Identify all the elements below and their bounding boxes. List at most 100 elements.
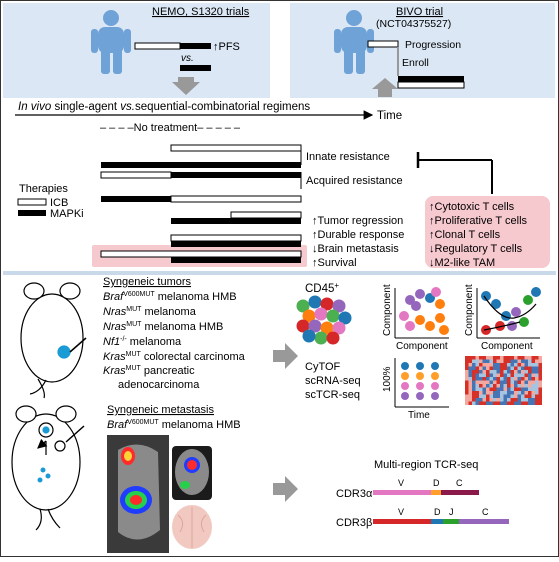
trajectory-point [523,295,533,305]
heatmap-cell [472,377,476,381]
frequency-point [416,382,424,390]
cd45-cell [326,331,340,345]
mouse-drawing-tumor [20,282,87,399]
heatmap-cell [538,359,542,363]
heatmap-cell [475,359,479,363]
heatmap-cell [489,398,493,402]
bar-2-black [101,162,301,168]
heatmap-cell [538,398,542,402]
heatmap-cell [465,401,469,405]
cd45-cell [320,297,334,311]
tumor-model-2: NrasMUT melanoma [103,306,197,318]
heatmap-cell [486,373,490,377]
heatmap-cell [510,359,514,363]
scatter-point [411,301,421,311]
cdr3a-seg-c: C [456,478,463,488]
heatmap-cell [465,366,469,370]
bivo-white-bar [397,81,465,89]
heatmap-cell [496,394,500,398]
heatmap-cell [486,391,490,395]
method-scrna: scRNA-seq [305,375,361,387]
heatmap-cell [503,359,507,363]
heatmap-cell [514,384,518,388]
frequency-point [431,392,439,400]
heatmap-cell [475,356,479,360]
enroll-label: Enroll [402,57,429,69]
heatmap-cell [531,377,535,381]
heatmap-cell [521,356,525,360]
scatter-point [435,313,445,323]
heatmap-cell [503,401,507,405]
heatmap-cell [535,359,539,363]
heatmap-cell [465,394,469,398]
heatmap-cell [486,363,490,367]
scatter-point [405,321,415,331]
trajectory-ylabel: Component [464,284,475,336]
heatmap-cell [521,377,525,381]
heatmap-cell [528,401,532,405]
heatmap-cell [503,373,507,377]
cd45-cell [302,309,316,323]
arrow-to-tcr [273,476,298,502]
heatmap-cell [479,384,483,388]
heatmap-cell [479,380,483,384]
scatter-point [431,287,441,297]
trajectory-plot: Component Component [464,284,541,352]
heatmap-cell [479,387,483,391]
bar-4-white [170,195,302,203]
heatmap-cell [489,394,493,398]
heatmap-cell [489,363,493,367]
heatmap-cell [475,377,479,381]
trajectory-point [531,287,541,297]
therapies-title: Therapies [19,183,68,195]
heatmap-cell [507,363,511,367]
heatmap-cell [468,363,472,367]
bar-5-black [171,218,301,224]
heatmap-cell [472,373,476,377]
heatmap-cell [500,401,504,405]
heatmap-cell [475,373,479,377]
heatmap-cell [482,384,486,388]
immune-effect-3: ↑Clonal T cells [429,229,501,241]
heatmap-cell [472,380,476,384]
innate-resistance-label: Innate resistance [306,151,390,163]
heatmap-cell [479,394,483,398]
heatmap-cell [500,398,504,402]
heatmap-cell [489,373,493,377]
heatmap-cell [465,370,469,374]
heatmap-cell [472,387,476,391]
heatmap-cell [517,359,521,363]
heatmap-cell [482,370,486,374]
heatmap-cell [486,384,490,388]
heatmap-cell [528,363,532,367]
frequency-point [431,382,439,390]
bar-3-white [100,171,172,179]
scatter-point [399,311,409,321]
heatmap-cell [482,377,486,381]
heatmap-cell [538,387,542,391]
heatmap-cell [493,370,497,374]
heatmap-cell [514,398,518,402]
heatmap-cell [486,370,490,374]
nemo-down-arrow [172,77,200,95]
outcomes-list: ↑Tumor regression ↑Durable response ↓Bra… [312,215,404,269]
heatmap-cell [493,391,497,395]
heatmap-cell [503,398,507,402]
metastasis-model: BrafV600MUT melanoma HMB [107,419,241,431]
heatmap-cell [479,366,483,370]
heatmap-cell [517,363,521,367]
heatmap-cell [468,370,472,374]
outcome-2: ↑Durable response [312,229,404,241]
heatmap-cell [514,377,518,381]
heatmap-cell [496,391,500,395]
heatmap-cell [514,380,518,384]
heatmap-cell [496,377,500,381]
scatter-point [415,315,425,325]
heatmap-cell [486,377,490,381]
heatmap-cell [521,380,525,384]
heatmap-cell [482,387,486,391]
heatmap-cell [496,370,500,374]
heatmap-cell [493,356,497,360]
heatmap-cell [475,384,479,388]
